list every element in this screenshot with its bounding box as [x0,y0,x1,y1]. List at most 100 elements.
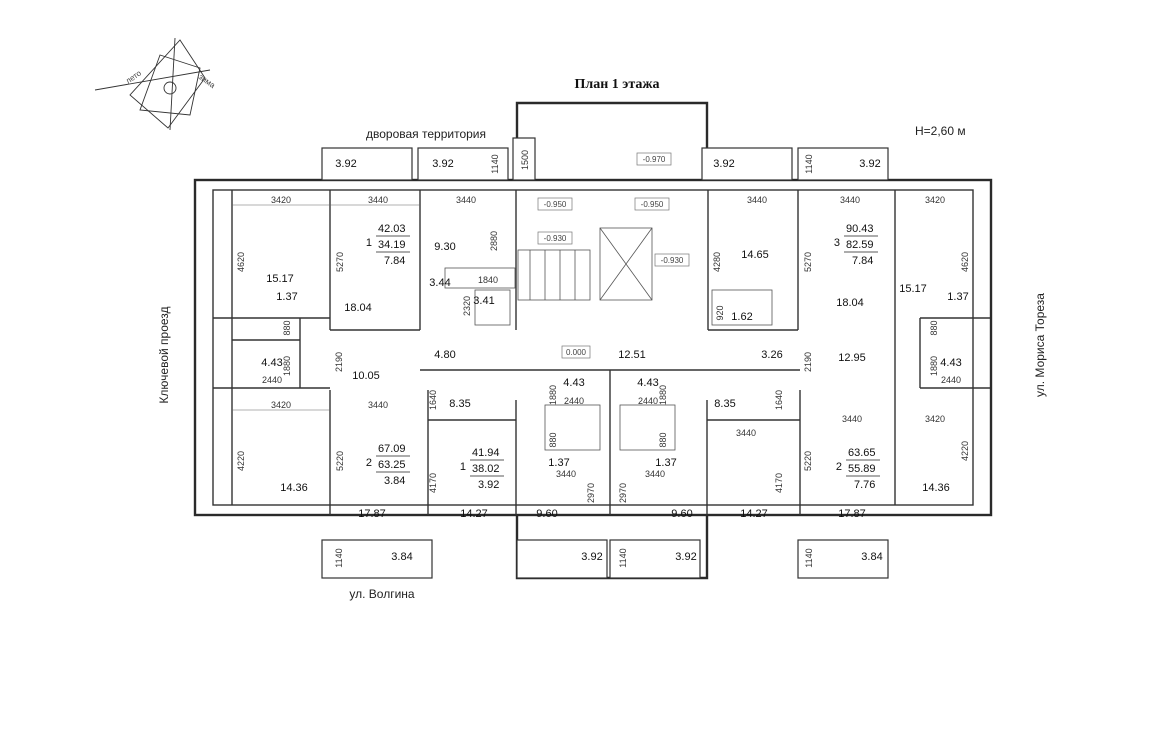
level-marker: -0.950 [544,200,567,209]
dimension-label: 3440 [556,469,576,479]
room-area: 1.37 [655,457,676,469]
apartment-living: 34.19 [378,239,406,251]
dimension-label: 4170 [428,473,438,493]
dimension-label: 1640 [428,390,438,410]
street-bottom-label: ул. Волгина [349,587,415,601]
level-marker: -0.930 [544,234,567,243]
room-area: 1.37 [276,291,297,303]
dimension-label: 3420 [925,195,945,205]
balcony-area-labels: 3.92 3.92 3.92 3.92 3.84 3.92 3.92 3.84 [335,158,882,563]
compass-winter-label: зима [197,72,217,90]
room-area: 12.51 [618,349,646,361]
dimension-label: 1140 [804,154,814,173]
dimension-label: 880 [548,432,558,447]
apartment-living: 82.59 [846,239,874,251]
dimension-label: 1140 [618,548,628,567]
room-area: 18.04 [344,302,372,314]
dimension-label: 5270 [803,252,813,272]
level-marker: -0.950 [641,200,664,209]
room-area: 9.60 [671,508,692,520]
apartment-total: 41.94 [472,447,500,459]
dimension-label: 3420 [271,195,291,205]
room-area: 1.37 [548,457,569,469]
balcony-area: 3.92 [713,158,734,170]
dimension-label: 4620 [236,252,246,272]
room-area: 4.43 [940,357,961,369]
plan-title: План 1 этажа [574,77,659,92]
apartment-total: 90.43 [846,223,874,235]
level-marker: -0.930 [661,256,684,265]
apartment-living: 55.89 [848,463,876,475]
apartment-balcony: 3.92 [478,479,499,491]
room-area: 4.43 [563,377,584,389]
apartment-total: 63.65 [848,447,876,459]
level-marker: 0.000 [566,348,587,357]
apartment-balcony: 7.76 [854,479,875,491]
room-area: 4.43 [637,377,658,389]
dimension-label: 3440 [747,195,767,205]
room-area: 12.95 [838,352,866,364]
room-area: 9.60 [536,508,557,520]
dimension-label: 4620 [960,252,970,272]
apartment-summary-bottom-left: 2 67.09 63.25 3.84 [366,443,410,487]
apartment-rooms: 1 [366,237,372,249]
room-area: 14.36 [280,482,308,494]
dimension-label: 1880 [548,385,558,405]
room-area: 9.30 [434,241,455,253]
room-area: 15.17 [899,283,927,295]
dimension-label: 3440 [736,428,756,438]
dimension-label: 3440 [368,400,388,410]
top-balconies [321,137,889,181]
dimension-label: 1840 [478,275,498,285]
dimension-label: 1140 [490,154,500,173]
balcony-area: 3.84 [391,551,412,563]
apartment-rooms: 3 [834,237,840,249]
interior-walls [213,190,990,515]
dimension-label: 3440 [456,195,476,205]
dimension-label: 2970 [618,483,628,503]
dimension-label: 2440 [564,396,584,406]
apartment-rooms: 2 [366,457,372,469]
dimension-label: 2320 [462,296,472,316]
dimension-labels: 3420 3440 3440 3440 3440 3420 4620 4620 … [232,150,970,568]
room-area: 3.44 [429,277,450,289]
height-note: H=2,60 м [915,124,966,138]
dimension-label: 4170 [774,473,784,493]
dimension-label: 3440 [840,195,860,205]
room-area: 17.87 [838,508,866,520]
dimension-label: 1880 [929,356,939,376]
room-area: 14.27 [460,508,488,520]
room-area: 3.26 [761,349,782,361]
dimension-label: 880 [929,320,939,335]
apartment-balcony: 3.84 [384,475,405,487]
dimension-label: 880 [658,432,668,447]
dimension-label: 920 [715,305,725,320]
dimension-label: 1880 [658,385,668,405]
dimension-label: 5270 [335,252,345,272]
dimension-label: 5220 [803,451,813,471]
room-area: 18.04 [836,297,864,309]
apartment-total: 67.09 [378,443,406,455]
room-area: 14.65 [741,249,769,261]
balcony-area: 3.84 [861,551,882,563]
apartment-summary-bottom-right: 2 63.65 55.89 7.76 [836,447,880,491]
bottom-balconies [321,539,889,579]
dimension-label: 1880 [282,356,292,376]
dimension-label: 4220 [960,441,970,461]
dimension-label: 880 [282,320,292,335]
dimension-label: 1140 [334,548,344,567]
room-area: 1.62 [731,311,752,323]
apartment-living: 63.25 [378,459,406,471]
apartment-living: 38.02 [472,463,500,475]
apartment-balcony: 7.84 [852,255,873,267]
room-area: 4.80 [434,349,455,361]
dimension-label: 1640 [774,390,784,410]
compass-rose-icon: лето зима [94,37,217,131]
dimension-label: 2190 [803,352,813,372]
room-area: 17.87 [358,508,386,520]
dimension-label: 1140 [804,548,814,567]
balcony-area: 3.92 [859,158,880,170]
balcony-area: 3.92 [581,551,602,563]
apartment-total: 42.03 [378,223,406,235]
